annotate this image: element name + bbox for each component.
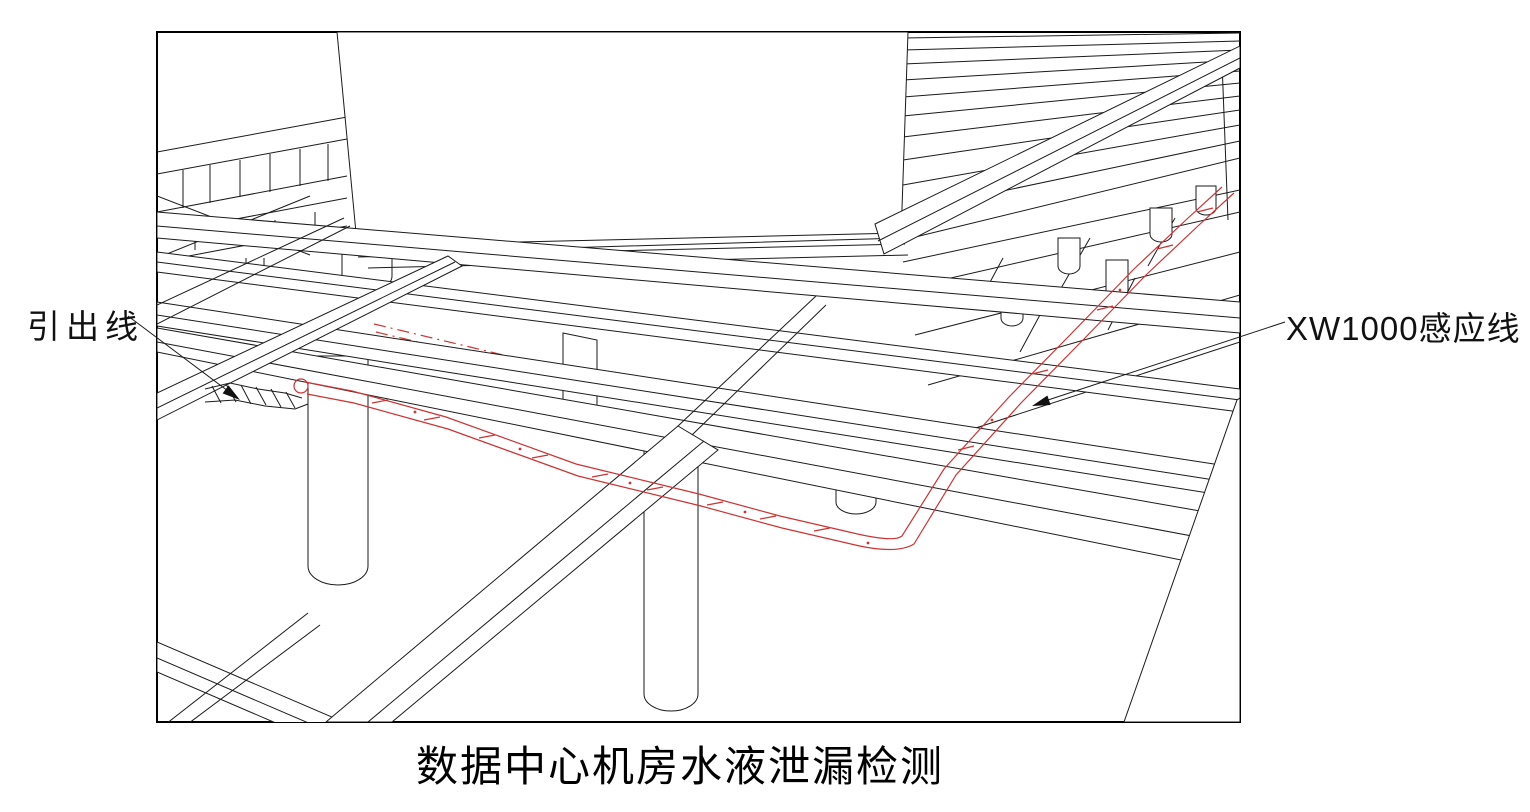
striped-panel bbox=[902, 32, 1240, 241]
pedestal-left bbox=[307, 355, 369, 586]
label-lead-out-wire: 引出线 bbox=[27, 308, 144, 345]
cable-dots bbox=[413, 288, 1122, 545]
arrowhead-left bbox=[222, 385, 240, 400]
arrowhead-right bbox=[1032, 395, 1051, 406]
floor-beams bbox=[157, 211, 1240, 722]
lead-out-wire bbox=[204, 382, 309, 410]
cable-loop bbox=[293, 378, 309, 394]
cable-hatch-marks bbox=[371, 207, 1214, 532]
diagonal-beam bbox=[874, 45, 1240, 255]
wall-panel bbox=[336, 32, 909, 269]
leader-lead-out bbox=[127, 315, 240, 400]
sensor-cable bbox=[293, 186, 1235, 551]
drawing-caption: 数据中心机房水液泄漏检测 bbox=[415, 745, 944, 791]
leader-sensor bbox=[1032, 321, 1286, 406]
pedestal-center bbox=[643, 443, 699, 712]
label-sensor-wire: XW1000感应线 bbox=[1286, 310, 1521, 347]
floor-pedestals bbox=[307, 355, 699, 712]
